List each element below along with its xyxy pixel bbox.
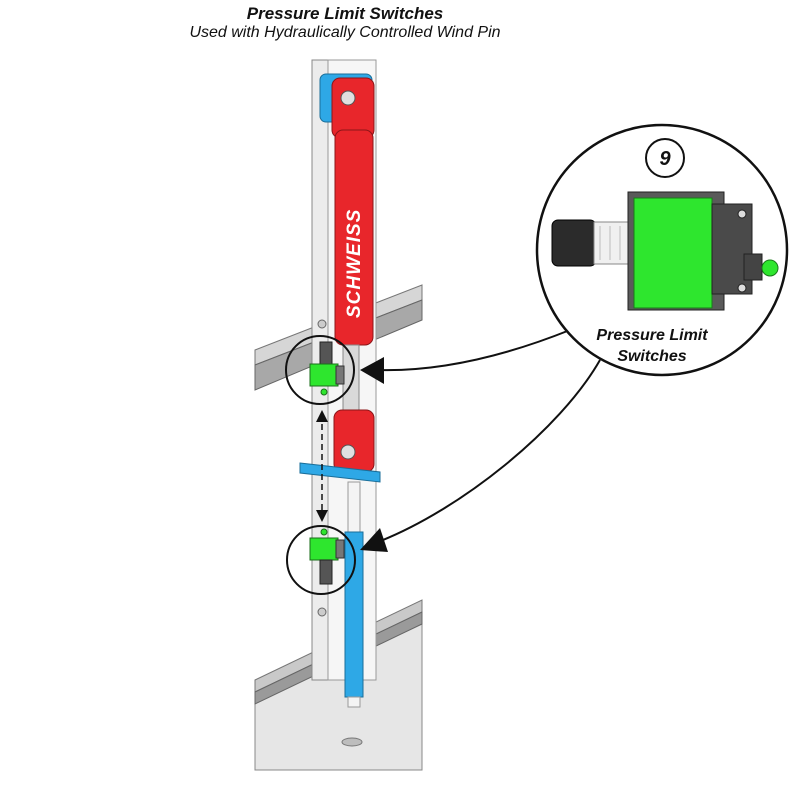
part-number: 9 [659,148,671,170]
lower-clevis [333,409,375,473]
upper-switch-highlight [285,335,355,405]
callout-label-line2: Switches [617,348,686,365]
diagram-subtitle: Used with Hydraulically Controlled Wind … [189,24,501,41]
hydraulic-cylinder: SCHWEISS [319,73,375,346]
enlarged-pressure-switch [551,191,779,311]
lower-pressure-switch [309,528,345,585]
travel-indicator-arrow [316,410,328,522]
callout-arrow-upper [377,329,571,372]
callout-arrowhead-lower [360,528,388,552]
cylinder-brand-label: SCHWEISS [344,209,365,318]
part-number-badge [645,138,685,178]
mounting-bracket [299,462,381,483]
diagram-title: Pressure Limit Switches [246,4,444,23]
callout-label-line1: Pressure Limit [596,327,708,344]
wind-pin [344,481,364,708]
lower-switch-highlight [286,525,356,595]
callout-arrowhead-upper [360,357,384,384]
callout-arrow-lower [377,359,601,543]
upper-pressure-switch [309,341,345,396]
